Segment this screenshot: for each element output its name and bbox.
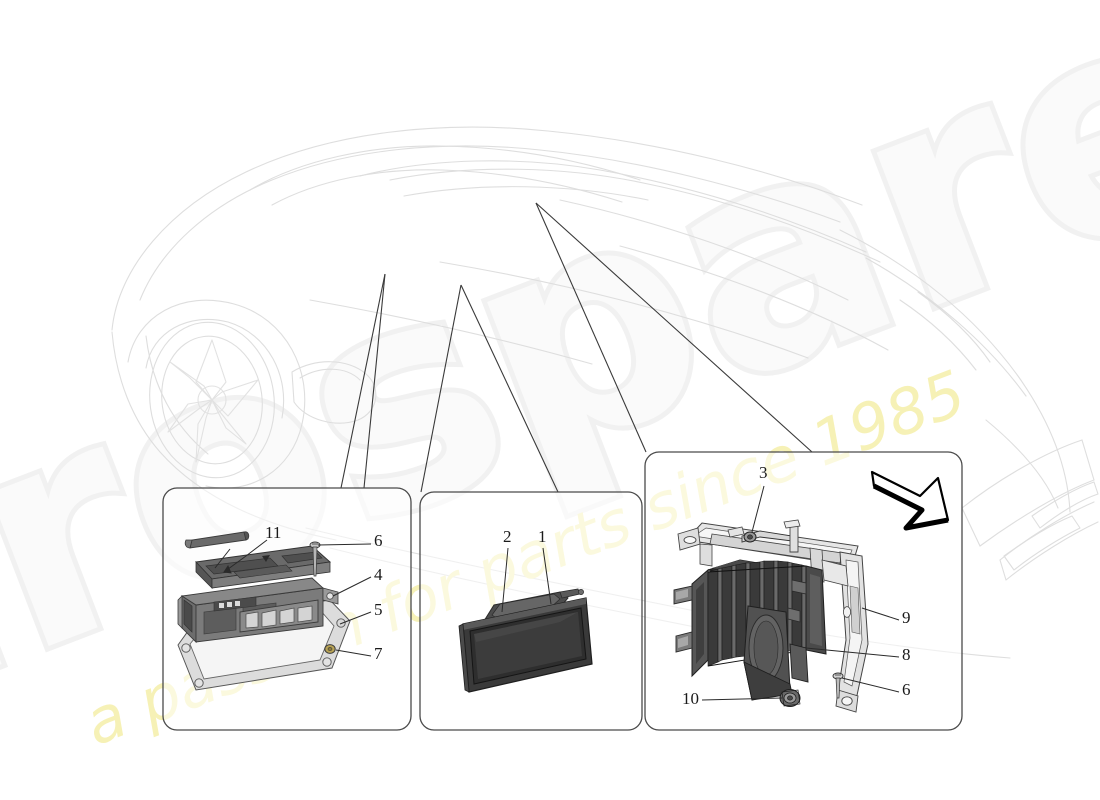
connector-block — [239, 599, 319, 633]
stud-part-3 — [727, 519, 801, 553]
callout-number-4: 4 — [374, 565, 383, 584]
callout-number-9: 9 — [902, 608, 911, 627]
callout-number-5: 5 — [374, 600, 383, 619]
display-screen-part-1 — [458, 597, 593, 693]
callout-number-8: 8 — [902, 645, 911, 664]
callout-number-2: 2 — [503, 527, 512, 546]
callout-number-3: 3 — [759, 463, 768, 482]
callout-number-6-panel3: 6 — [902, 680, 911, 699]
callout-number-10: 10 — [682, 689, 699, 708]
display-assembly — [458, 547, 593, 693]
ecu-body-part-4 — [177, 545, 339, 644]
nut-part-10 — [779, 689, 801, 707]
rubber-pad-part-11 — [184, 531, 250, 549]
callout-number-11: 11 — [265, 523, 282, 542]
direction-of-travel-arrow — [870, 470, 950, 531]
callout-number-1: 1 — [538, 527, 547, 546]
amplifier-body-part-8 — [673, 559, 827, 701]
callout-number-6-panel1: 6 — [374, 531, 383, 550]
screw-part-6-amp — [832, 672, 844, 699]
amplifier-assembly — [673, 485, 900, 713]
washer-part-7 — [324, 644, 336, 654]
callout-number-7: 7 — [374, 644, 383, 663]
control-unit-assembly — [177, 531, 372, 691]
